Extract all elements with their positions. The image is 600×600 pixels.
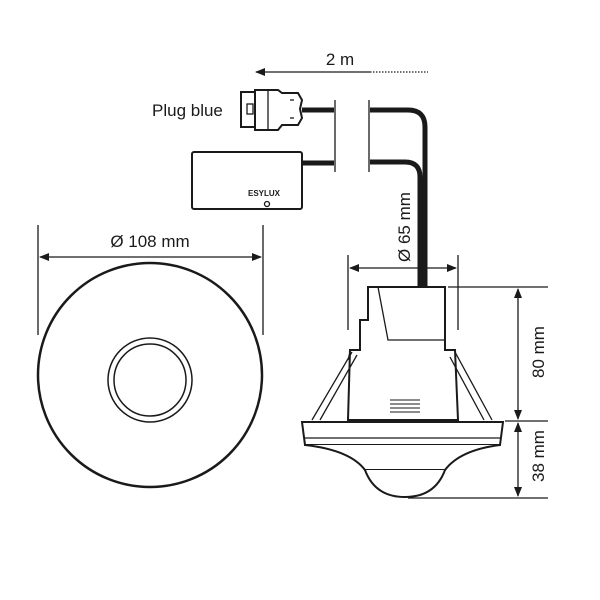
dome-height-label: 38 mm [529,430,548,482]
height-dimensions: 80 mm 38 mm [408,286,548,499]
brand-label: ESYLUX [248,189,281,198]
plug-connector: Plug blue [152,89,334,131]
control-box: ESYLUX [191,151,334,210]
sensor-side-view [300,286,505,499]
sensor-top-view [36,261,264,489]
outer-diameter-dimension: Ø 108 mm [37,225,264,335]
outer-diameter-label: Ø 108 mm [110,232,189,251]
body-height-label: 80 mm [529,326,548,378]
inner-diameter-label: Ø 65 mm [395,192,414,262]
cable-length-dimension: 2 m [255,50,428,76]
cable [370,107,428,290]
plug-label: Plug blue [152,101,223,120]
cable-length-label: 2 m [326,50,354,69]
cable [370,159,423,290]
inner-diameter-dimension: Ø 65 mm [347,192,459,330]
